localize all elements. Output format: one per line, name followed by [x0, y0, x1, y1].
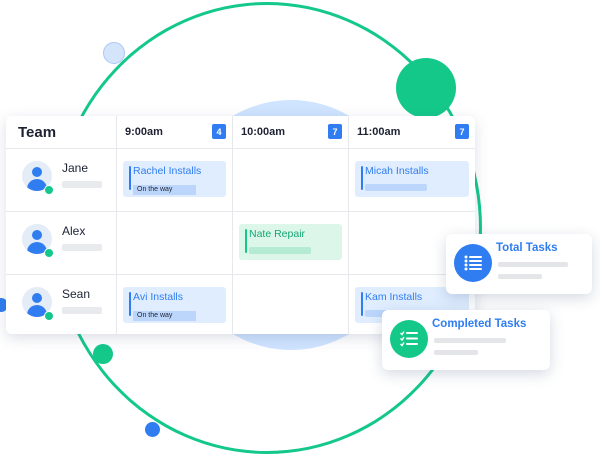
task-count-badge: 4 — [212, 124, 226, 139]
placeholder-bar — [62, 181, 102, 188]
online-status-dot — [44, 185, 54, 195]
online-status-dot — [44, 311, 54, 321]
placeholder-bar — [434, 338, 506, 343]
checklist-icon — [390, 320, 428, 358]
time-slot-header[interactable]: 11:00am 7 — [349, 116, 475, 148]
schedule-cell[interactable]: Micah Installs — [349, 149, 475, 211]
placeholder-bar — [249, 247, 311, 254]
task-card[interactable]: Avi Installs On the way — [123, 287, 226, 323]
task-name: Nate Repair — [249, 228, 306, 240]
task-name: Rachel Installs — [133, 165, 202, 177]
task-card[interactable]: Rachel Installs On the way — [123, 161, 226, 197]
decorative-dot — [396, 58, 456, 118]
task-card[interactable]: Micah Installs — [355, 161, 469, 197]
placeholder-bar — [62, 307, 102, 314]
time-slot-label: 10:00am — [241, 126, 286, 138]
schedule-cell[interactable]: Rachel Installs On the way — [117, 149, 233, 211]
time-slot-label: 9:00am — [125, 126, 163, 138]
schedule-cell[interactable] — [117, 212, 233, 274]
decorative-dot — [103, 42, 125, 64]
task-name: Micah Installs — [365, 165, 429, 177]
avatar — [22, 161, 52, 191]
time-slot-header[interactable]: 10:00am 7 — [233, 116, 349, 148]
online-status-dot — [44, 248, 54, 258]
member-row: Sean Avi Installs On the way Kam Install… — [6, 275, 475, 334]
member-row: Jane Rachel Installs On the way Micah In… — [6, 149, 475, 212]
task-name: Avi Installs — [133, 291, 183, 303]
task-status-label: On the way — [133, 311, 196, 321]
placeholder-bar — [365, 184, 427, 191]
time-slot-header[interactable]: 9:00am 4 — [117, 116, 233, 148]
placeholder-bar — [62, 244, 102, 251]
total-tasks-card[interactable]: Total Tasks — [446, 234, 592, 294]
task-name: Kam Installs — [365, 291, 423, 303]
task-count-badge: 7 — [328, 124, 342, 139]
placeholder-bar — [498, 274, 542, 279]
team-header-cell: Team — [6, 116, 117, 148]
schedule-table: Team 9:00am 4 10:00am 7 11:00am 7 Jane — [6, 116, 475, 334]
schedule-header-row: Team 9:00am 4 10:00am 7 11:00am 7 — [6, 116, 475, 149]
list-icon — [454, 244, 492, 282]
completed-tasks-card[interactable]: Completed Tasks — [382, 310, 550, 370]
task-card[interactable]: Nate Repair — [239, 224, 342, 260]
member-name: Alex — [62, 224, 86, 238]
member-name: Jane — [62, 161, 89, 175]
team-header: Team — [18, 123, 57, 141]
task-status-label: On the way — [133, 185, 196, 195]
card-title: Total Tasks — [496, 242, 558, 254]
placeholder-bar — [498, 262, 568, 267]
placeholder-bar — [434, 350, 478, 355]
decorative-dot — [0, 298, 8, 312]
time-slot-label: 11:00am — [357, 126, 401, 138]
schedule-cell[interactable]: Avi Installs On the way — [117, 275, 233, 334]
card-title: Completed Tasks — [432, 318, 527, 330]
member-cell[interactable]: Alex — [6, 212, 117, 274]
member-cell[interactable]: Jane — [6, 149, 117, 211]
schedule-cell[interactable]: Nate Repair — [233, 212, 349, 274]
decorative-dot — [93, 344, 113, 364]
task-count-badge: 7 — [455, 124, 469, 139]
member-row: Alex Nate Repair — [6, 212, 475, 275]
member-name: Sean — [62, 287, 91, 301]
decorative-dot — [145, 422, 160, 437]
member-cell[interactable]: Sean — [6, 275, 117, 334]
schedule-cell[interactable] — [233, 275, 349, 334]
schedule-cell[interactable] — [233, 149, 349, 211]
